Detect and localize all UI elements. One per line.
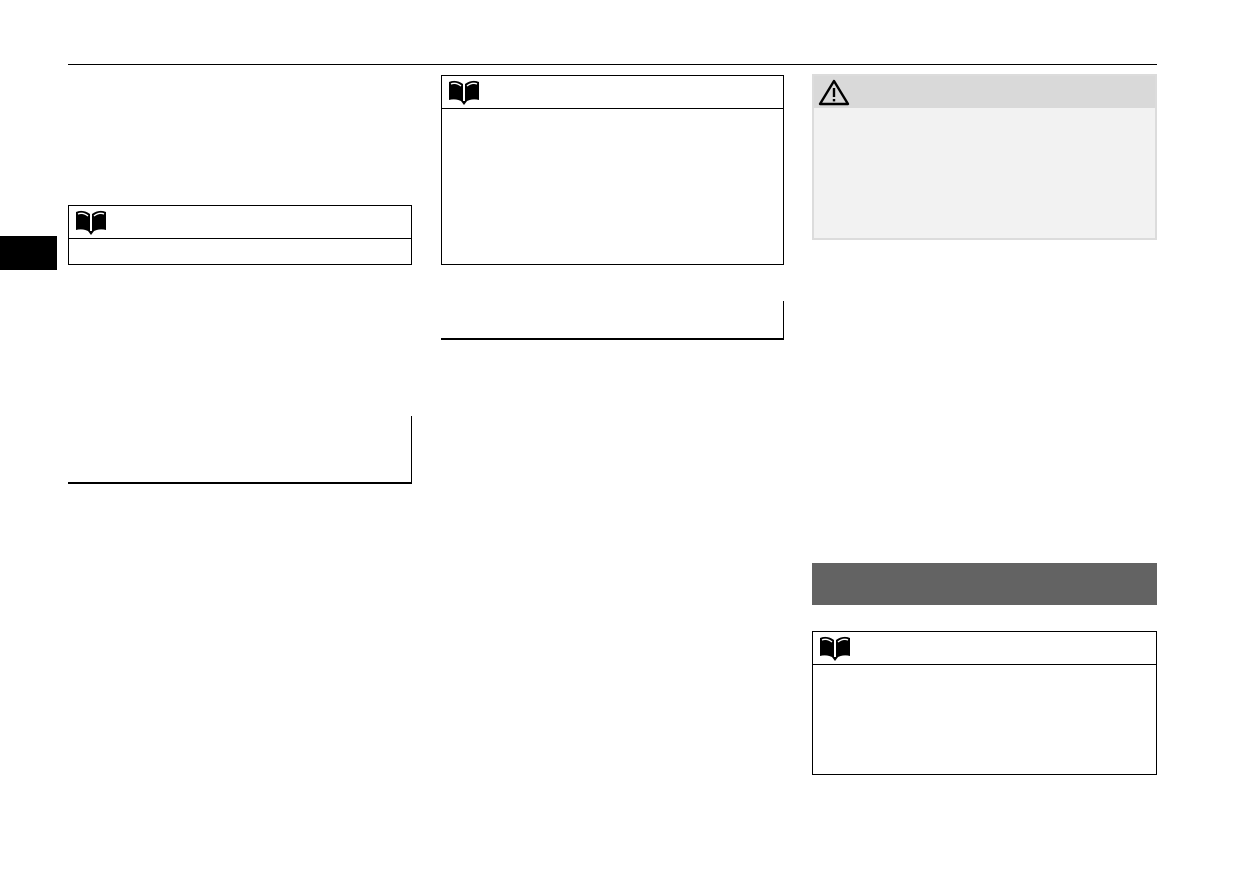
open-book-icon xyxy=(74,209,108,235)
note-box-1 xyxy=(68,205,412,265)
note-box-1-header xyxy=(69,206,411,239)
warning-triangle-icon xyxy=(818,78,850,106)
chapter-side-tab xyxy=(0,236,57,270)
warning-box xyxy=(812,74,1157,240)
section-heading-bar xyxy=(812,563,1157,605)
page-top-rule xyxy=(68,64,1157,65)
note-box-2-header xyxy=(442,76,783,109)
open-book-icon xyxy=(447,79,481,105)
section-end-bracket-1 xyxy=(68,416,412,484)
note-box-3 xyxy=(812,631,1157,775)
open-book-icon xyxy=(818,635,852,661)
warning-box-header xyxy=(814,76,1155,108)
note-box-3-header xyxy=(813,632,1156,665)
section-end-bracket-2 xyxy=(441,301,784,340)
note-box-2 xyxy=(441,75,784,265)
